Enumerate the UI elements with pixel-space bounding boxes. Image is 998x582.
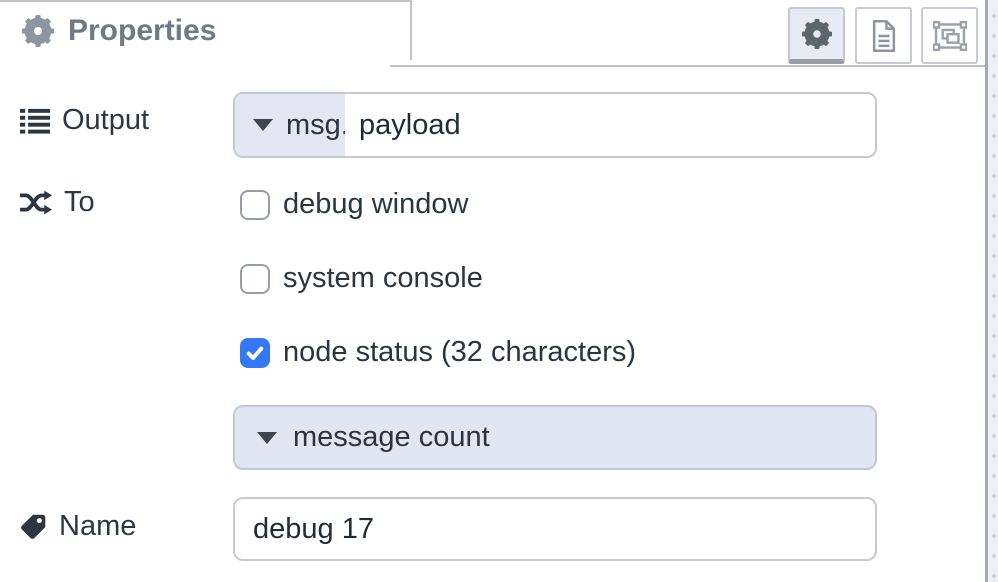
- object-group-icon: [932, 20, 967, 51]
- caret-down-icon: [257, 431, 277, 444]
- status-type-select[interactable]: message count: [233, 405, 877, 470]
- system-console-option: system console: [240, 262, 483, 295]
- output-field-label: Output: [20, 104, 149, 137]
- list-icon: [20, 108, 50, 134]
- system-console-label: system console: [283, 262, 483, 294]
- tab-properties[interactable]: Properties: [0, 0, 412, 60]
- appearance-tab-button[interactable]: [921, 7, 978, 64]
- status-select-value: message count: [293, 421, 490, 453]
- system-console-checkbox[interactable]: [240, 263, 270, 294]
- properties-tab-button[interactable]: [788, 7, 845, 64]
- check-icon: [246, 346, 264, 360]
- panel-right-border: [985, 0, 988, 582]
- to-label-text: To: [64, 186, 95, 218]
- output-type-label: msg.: [286, 108, 349, 141]
- gear-icon: [801, 19, 832, 49]
- output-value-input[interactable]: [345, 94, 875, 156]
- name-input[interactable]: [233, 497, 877, 561]
- to-field-label: To: [20, 186, 95, 219]
- caret-down-icon: [253, 119, 273, 131]
- workspace-grid-strip: [988, 0, 998, 582]
- gear-icon: [22, 15, 54, 47]
- tab-label: Properties: [68, 14, 217, 47]
- node-status-option: node status (32 characters): [240, 336, 636, 369]
- name-label-text: Name: [59, 510, 137, 542]
- name-field-label: Name: [20, 510, 136, 543]
- description-tab-button[interactable]: [855, 7, 912, 64]
- tag-icon: [21, 514, 46, 539]
- output-typed-input: msg.: [233, 92, 877, 158]
- shuffle-icon: [20, 190, 52, 215]
- node-status-checkbox[interactable]: [240, 337, 270, 368]
- debug-window-label: debug window: [283, 188, 469, 220]
- doc-icon: [872, 19, 895, 52]
- tabbar-divider: [390, 65, 985, 67]
- output-label-text: Output: [62, 104, 150, 136]
- debug-window-option: debug window: [240, 188, 468, 221]
- debug-window-checkbox[interactable]: [240, 189, 270, 220]
- node-status-label: node status (32 characters): [283, 336, 637, 368]
- output-type-select[interactable]: msg.: [235, 94, 349, 156]
